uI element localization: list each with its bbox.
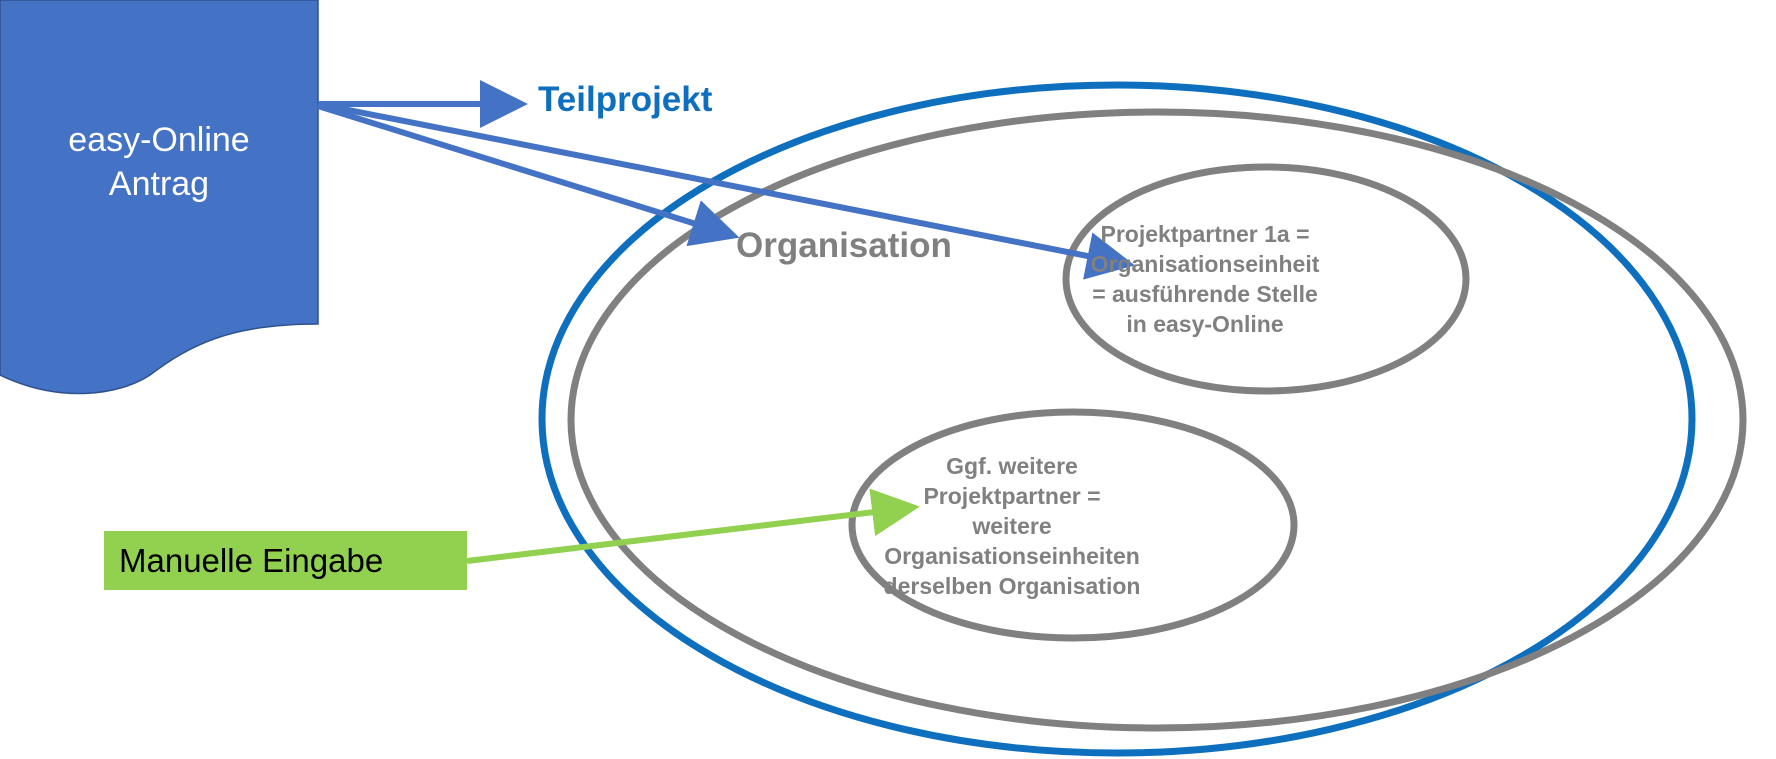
further-partners-line: weitere xyxy=(972,513,1052,539)
manual-input-box: Manuelle Eingabe xyxy=(104,531,467,590)
partner-1a-line: = ausführende Stelle xyxy=(1092,281,1318,307)
manual-input-label: Manuelle Eingabe xyxy=(119,542,384,579)
further-partners-line: derselben Organisation xyxy=(883,573,1141,599)
partner-1a-line: in easy-Online xyxy=(1126,311,1284,337)
further-partners-line: Organisationseinheiten xyxy=(884,543,1140,569)
further-partners-ellipse xyxy=(848,408,1298,642)
arrow-to-organisation xyxy=(317,103,740,247)
document-label-line1: easy-Online xyxy=(68,121,250,159)
document-label: easy-Online Antrag xyxy=(18,118,300,206)
further-partners-label: Ggf. weitere Projektpartner = weitere Or… xyxy=(812,451,1212,601)
organisation-ellipse xyxy=(567,108,1747,732)
partner-1a-line: Organisationseinheit xyxy=(1090,251,1320,277)
partner-1a-label: Projektpartner 1a = Organisationseinheit… xyxy=(1015,219,1395,339)
outer-blue-ellipse xyxy=(538,81,1696,757)
arrow-manual-input xyxy=(466,488,920,564)
arrow-to-partner-1a xyxy=(317,101,1135,280)
further-partners-line: Ggf. weitere xyxy=(946,453,1078,479)
teilprojekt-label: Teilprojekt xyxy=(538,80,713,119)
partner-1a-ellipse xyxy=(1062,163,1470,395)
document-label-line2: Antrag xyxy=(108,165,210,203)
easy-online-document-shape xyxy=(0,0,319,395)
partner-1a-line: Projektpartner 1a = xyxy=(1100,221,1310,247)
further-partners-line: Projektpartner = xyxy=(923,483,1101,509)
organisation-label: Organisation xyxy=(736,226,952,265)
